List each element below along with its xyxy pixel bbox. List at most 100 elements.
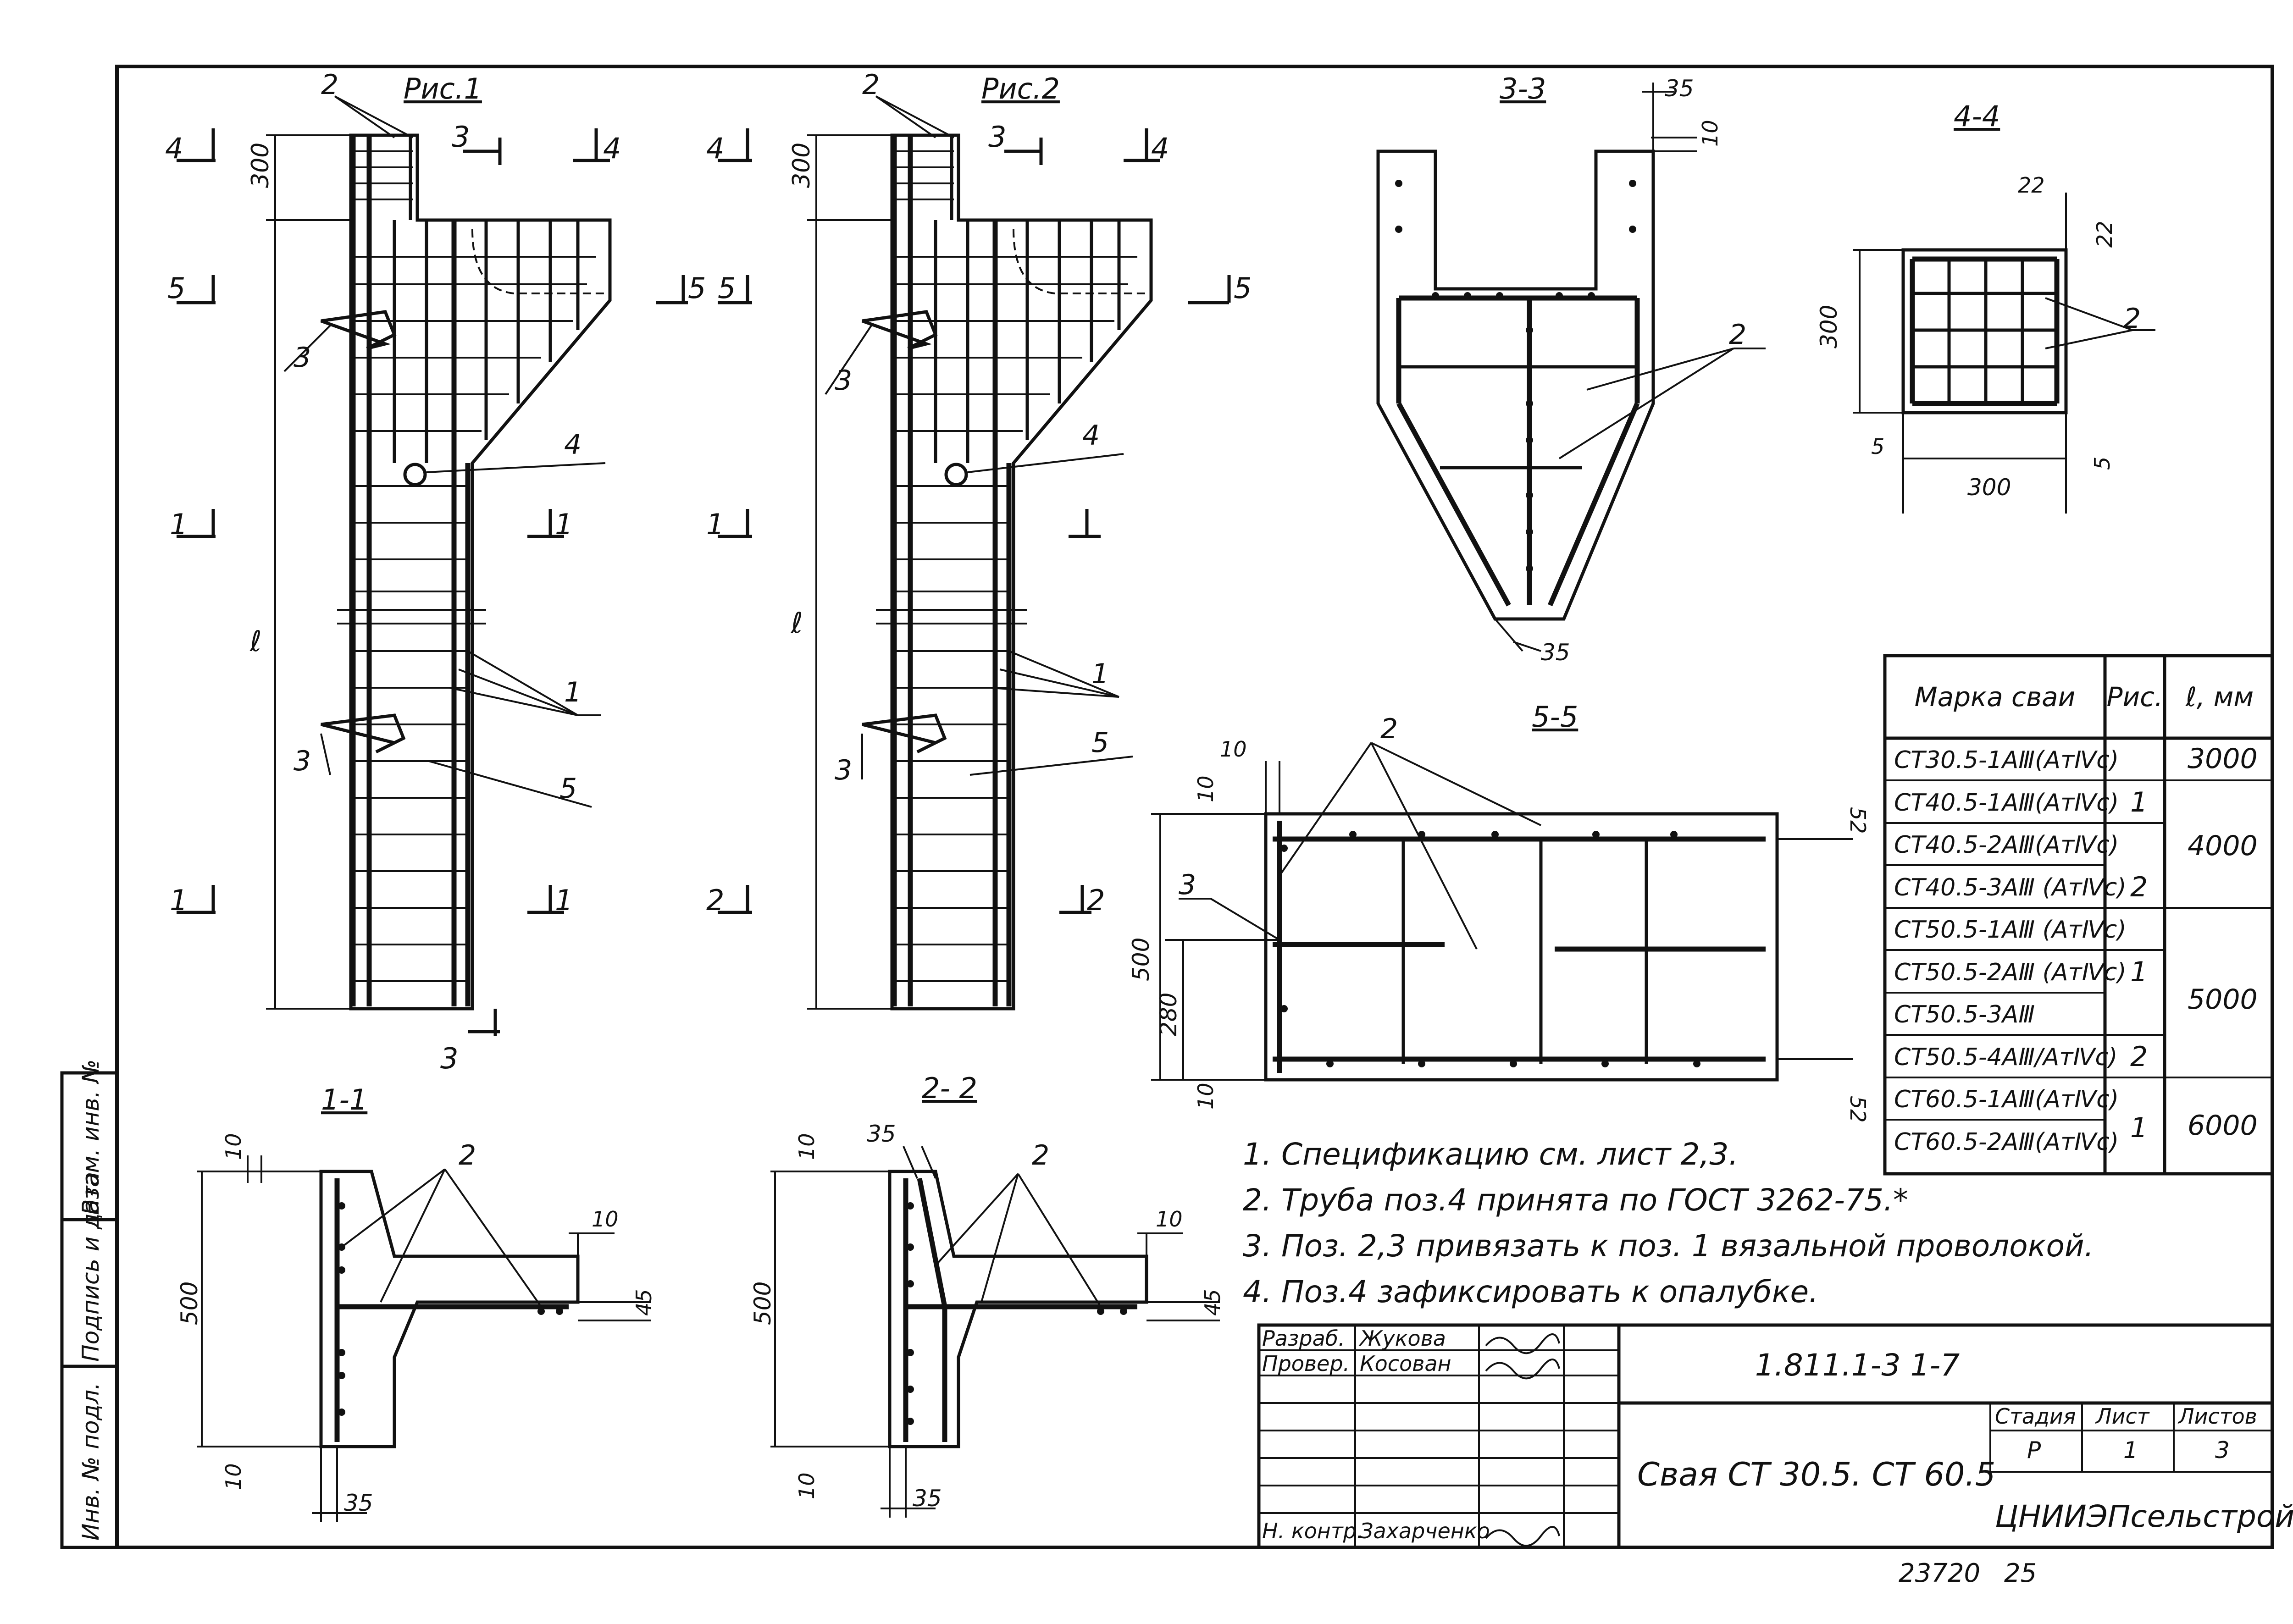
tb-name-norm: Захарченко [1360, 1519, 1490, 1543]
section-4-4-title: 4-4 [1954, 99, 2000, 133]
svg-text:1: 1 [170, 884, 188, 917]
svg-text:35: 35 [867, 1121, 896, 1147]
table-row-fig: 1 [2130, 1112, 2148, 1144]
figure-1: Рис.1 [165, 69, 706, 1075]
svg-text:10: 10 [794, 1133, 819, 1160]
table-header-fig: Рис. [2107, 681, 2163, 713]
table-row-mark: СТ50.5-1АⅢ (АтⅣс) [1894, 916, 2127, 944]
tb-stage-header: Стадия [1995, 1404, 2076, 1429]
svg-text:4: 4 [603, 132, 621, 165]
tb-sheets: 3 [2215, 1437, 2230, 1464]
section-2-2-title: 2- 2 [922, 1072, 977, 1105]
section-3-3-title: 3-3 [1500, 72, 1546, 105]
table-row-fig: 2 [2130, 1041, 2148, 1073]
side-stamp-inv: Инв. № подл. [78, 1382, 104, 1541]
note-4: 4. Поз.4 зафиксировать к опалубке. [1243, 1274, 1818, 1309]
svg-text:10: 10 [794, 1472, 819, 1499]
note-1: 1. Спецификацию см. лист 2,3. [1243, 1137, 1738, 1172]
svg-text:45: 45 [631, 1289, 656, 1316]
footer-number: 23720 [1899, 1558, 1980, 1588]
side-stamp-replace: Взам. инв. № [78, 1060, 104, 1215]
tb-role-check: Провер. [1262, 1351, 1350, 1376]
svg-text:3: 3 [835, 754, 852, 786]
tb-org: ЦНИИЭПсельстрой [1995, 1499, 2293, 1534]
svg-text:3: 3 [294, 745, 311, 777]
svg-text:1: 1 [555, 884, 573, 917]
svg-text:10: 10 [592, 1207, 619, 1232]
svg-text:3: 3 [1179, 869, 1196, 901]
svg-text:10: 10 [1156, 1207, 1183, 1232]
svg-text:1: 1 [170, 508, 188, 541]
svg-text:3: 3 [835, 365, 852, 397]
svg-text:4: 4 [564, 429, 582, 461]
notes: 1. Спецификацию см. лист 2,3. 2. Труба п… [1243, 1137, 2094, 1309]
svg-text:5: 5 [1871, 434, 1884, 459]
section-5-5-title: 5-5 [1532, 700, 1578, 734]
tb-stage: Р [2027, 1437, 2041, 1464]
table-row-fig: 1 [2130, 956, 2148, 988]
svg-text:5: 5 [1091, 727, 1109, 759]
section-1-1: 1-1 2 500 10 10 35 10 45 [176, 1083, 656, 1522]
table-row-fig: 1 [2130, 786, 2148, 818]
svg-text:10: 10 [1193, 775, 1218, 802]
svg-text:10: 10 [1193, 1083, 1218, 1110]
svg-text:10: 10 [1698, 120, 1723, 147]
table-row-mark: СТ40.5-2АⅢ(АтⅣс) [1894, 831, 2119, 859]
svg-text:5: 5 [1234, 271, 1252, 305]
svg-text:2: 2 [862, 69, 880, 101]
svg-text:1: 1 [555, 508, 573, 541]
svg-text:22: 22 [2018, 173, 2045, 198]
svg-text:300: 300 [788, 143, 815, 188]
table-row-mark: СТ30.5-1АⅢ(АтⅣс) [1894, 746, 2119, 774]
svg-text:10: 10 [221, 1133, 246, 1160]
svg-text:5: 5 [2090, 457, 2115, 470]
table-row-len: 4000 [2188, 830, 2258, 862]
tb-sheets-header: Листов [2177, 1404, 2257, 1429]
table-row-mark: СТ40.5-3АⅢ (АтⅣс) [1894, 874, 2127, 901]
table-row-mark: СТ50.5-4АⅢ/АтⅣс) [1894, 1044, 2117, 1071]
svg-text:300: 300 [1816, 305, 1842, 348]
tb-role-norm: Н. контр. [1262, 1519, 1363, 1543]
svg-text:45: 45 [1200, 1289, 1225, 1316]
table-row-mark: СТ60.5-2АⅢ(АтⅣс) [1894, 1128, 2119, 1156]
table-header-mark: Марка сваи [1915, 681, 2076, 713]
svg-text:2: 2 [1380, 713, 1398, 745]
section-4-4: 4-4 2 300 300 22 22 5 5 [1816, 99, 2155, 514]
svg-text:5: 5 [559, 773, 577, 805]
svg-text:3: 3 [452, 120, 470, 154]
svg-text:500: 500 [1128, 938, 1154, 981]
svg-text:5: 5 [167, 271, 185, 305]
tb-sheet: 1 [2123, 1437, 2138, 1464]
svg-text:3: 3 [988, 120, 1006, 154]
fig2-title: Рис.2 [981, 72, 1060, 105]
svg-text:2: 2 [321, 69, 338, 101]
svg-text:2: 2 [1087, 884, 1105, 917]
svg-text:1: 1 [706, 508, 724, 541]
tb-title: Свая СТ 30.5. СТ 60.5 [1637, 1456, 1995, 1493]
svg-text:300: 300 [1967, 474, 2011, 501]
svg-text:2: 2 [1032, 1139, 1049, 1171]
svg-text:4: 4 [1082, 420, 1100, 452]
svg-text:35: 35 [1541, 639, 1570, 666]
table-header-len: ℓ, мм [2185, 681, 2254, 713]
svg-text:1: 1 [564, 676, 582, 708]
table-row-mark: СТ50.5-2АⅢ (АтⅣс) [1894, 959, 2127, 986]
svg-text:1: 1 [1091, 658, 1109, 690]
svg-text:10: 10 [221, 1463, 246, 1490]
title-block: Разраб. Жукова Провер. Косован Н. контр.… [1257, 1323, 2293, 1549]
section-5-5: 5-5 2 3 500 280 10 10 10 52 [1128, 700, 1870, 1123]
svg-text:2: 2 [2123, 303, 2141, 335]
table-row-len: 3000 [2188, 743, 2258, 775]
table-row-fig: 2 [2130, 871, 2148, 903]
svg-text:500: 500 [749, 1282, 776, 1325]
svg-text:35: 35 [344, 1490, 373, 1516]
figure-2: Рис.2 300 ℓ 2 [706, 69, 1252, 1011]
section-2-2: 2- 2 2 500 10 10 35 35 10 45 [749, 1072, 1225, 1518]
tb-name-check: Косован [1360, 1351, 1451, 1376]
svg-text:4: 4 [706, 132, 724, 165]
table-row-mark: СТ60.5-1АⅢ(АтⅣс) [1894, 1086, 2119, 1113]
table-row-mark: СТ40.5-1АⅢ(АтⅣс) [1894, 789, 2119, 817]
svg-text:52: 52 [1845, 1096, 1870, 1123]
table-row-mark: СТ50.5-3АⅢ [1894, 1001, 2035, 1028]
